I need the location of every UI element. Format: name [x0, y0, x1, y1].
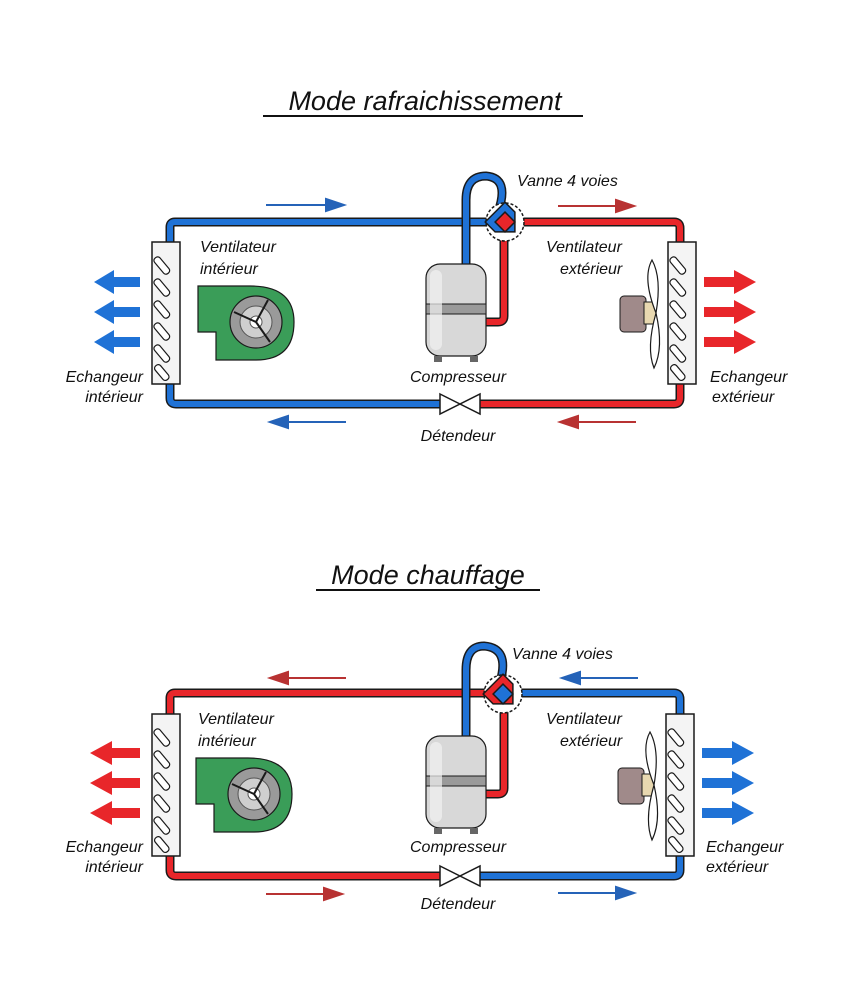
flow-arrow-icon [558, 670, 638, 686]
flow-arrows [266, 670, 638, 902]
air-arrow-icon [702, 741, 754, 765]
flow-arrow-icon [556, 414, 636, 430]
air-arrows-indoor [90, 741, 140, 825]
cooling-outdoor-fan-label-1: Ventilateur [546, 239, 623, 256]
heating-indoor-fan-label-2: intérieur [198, 733, 256, 750]
heat-exchanger-icon [151, 241, 181, 385]
flow-arrow-icon [266, 886, 346, 902]
flow-arrow-icon [558, 885, 638, 901]
air-arrow-icon [90, 801, 140, 825]
blower-fan-icon [195, 757, 293, 833]
heating-valve-label: Vanne 4 voies [512, 646, 613, 663]
compressor-icon [425, 263, 487, 362]
blower-fan-icon [197, 285, 295, 361]
axial-fan-icon [617, 730, 659, 842]
air-arrow-icon [94, 270, 140, 294]
air-arrow-icon [704, 300, 756, 324]
air-arrow-icon [94, 300, 140, 324]
heating-suction [463, 643, 506, 743]
cooling-indoor-fan-label-2: intérieur [200, 261, 258, 278]
cooling-title: Mode rafraichissement [288, 86, 563, 116]
heating-indoor-exchanger-label-2: intérieur [85, 859, 143, 876]
heating-indoor-exchanger-label-1: Echangeur [66, 839, 144, 856]
heating-outdoor-fan-label-1: Ventilateur [546, 711, 623, 728]
cooling-outdoor-fan-label-2: extérieur [560, 261, 623, 278]
air-arrows-outdoor [704, 270, 756, 354]
heating-expansion-label: Détendeur [421, 896, 496, 913]
axial-fan-icon [619, 258, 661, 370]
flow-arrow-icon [266, 414, 346, 430]
air-arrow-icon [702, 771, 754, 795]
cooling-expansion-label: Détendeur [421, 428, 496, 445]
cooling-indoor-exchanger-label-2: intérieur [85, 389, 143, 406]
four-way-valve-icon [484, 201, 525, 242]
cooling-indoor-exchanger-label-1: Echangeur [66, 369, 144, 386]
heating-indoor-fan-label-1: Ventilateur [198, 711, 275, 728]
four-way-valve-icon [482, 673, 523, 714]
cooling-suction [463, 173, 505, 271]
air-arrow-icon [702, 801, 754, 825]
heating-discharge [483, 701, 507, 797]
air-arrow-icon [90, 741, 140, 765]
cooling-outdoor-exchanger-label-1: Echangeur [710, 369, 788, 386]
flow-arrow-icon [266, 670, 346, 686]
heating-outdoor-exchanger-label-1: Echangeur [706, 839, 784, 856]
cooling-outdoor-exchanger-label-2: extérieur [712, 389, 775, 406]
air-arrows-outdoor [702, 741, 754, 825]
cooling-valve-label: Vanne 4 voies [517, 173, 618, 190]
air-arrow-icon [90, 771, 140, 795]
cooling-panel: Mode rafraichissement [66, 86, 788, 445]
expansion-valve-icon [439, 392, 481, 416]
flow-arrow-icon [266, 197, 348, 213]
heating-compressor-label: Compresseur [410, 839, 507, 856]
heat-exchanger-icon [665, 713, 695, 857]
air-arrow-icon [704, 270, 756, 294]
air-arrows-indoor [94, 270, 140, 354]
compressor-icon [425, 735, 487, 834]
heat-exchanger-icon [667, 241, 697, 385]
heating-title: Mode chauffage [331, 560, 525, 590]
cooling-indoor-fan-label-1: Ventilateur [200, 239, 277, 256]
heating-outdoor-exchanger-label-2: extérieur [706, 859, 769, 876]
air-arrow-icon [94, 330, 140, 354]
heat-exchanger-icon [151, 713, 181, 857]
flow-arrow-icon [558, 198, 638, 214]
heating-outdoor-fan-label-2: extérieur [560, 733, 623, 750]
cooling-discharge [483, 229, 507, 325]
heating-panel: Mode chauffage [66, 560, 784, 913]
cooling-compressor-label: Compresseur [410, 369, 507, 386]
expansion-valve-icon [439, 864, 481, 888]
air-arrow-icon [704, 330, 756, 354]
flow-arrows [266, 197, 638, 430]
